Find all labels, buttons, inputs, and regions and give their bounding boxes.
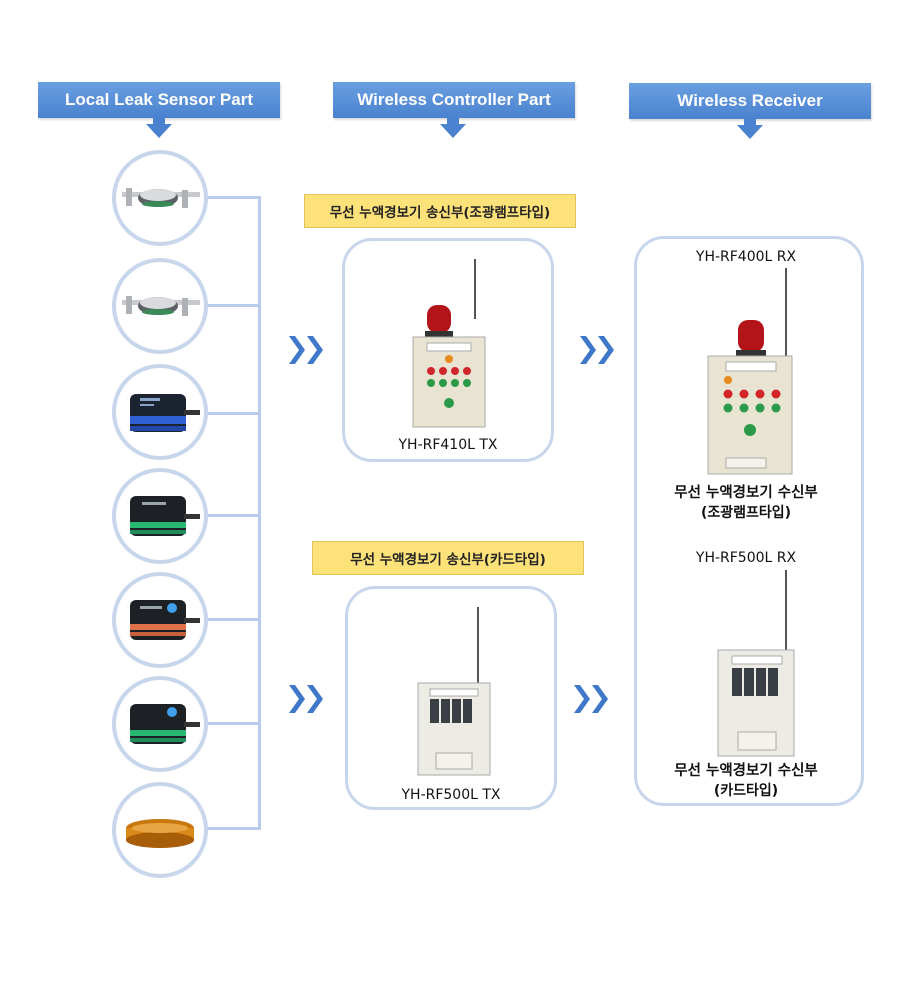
sensor-circle-2 xyxy=(112,258,208,354)
rx1-label-line2: (조광램프타입) xyxy=(700,505,792,521)
sensor-circle-4 xyxy=(112,468,208,564)
lamp-receiver-icon xyxy=(707,268,793,475)
header-sensor-arrow-icon xyxy=(146,124,172,138)
green-point-sensor-icon xyxy=(130,704,200,744)
rx1-label-line1: 무선 누액경보기 수신부 xyxy=(674,485,818,501)
tx2-label: 무선 누액경보기 송신부(카드타입) xyxy=(312,541,584,575)
chevron-right-icon xyxy=(289,685,323,713)
rx2-label-line2: (카드타입) xyxy=(713,783,779,799)
sensor-link-4 xyxy=(206,514,260,517)
sensor-bus-line xyxy=(258,196,261,830)
header-sensor-arrow-stem xyxy=(153,118,165,126)
chevron-right-icon xyxy=(289,336,323,364)
green-point-sensor-icon xyxy=(130,496,200,536)
rx2-label: 무선 누액경보기 수신부 (카드타입) xyxy=(634,761,858,801)
header-receiver-arrow-icon xyxy=(737,125,763,139)
header-controller-part: Wireless Controller Part xyxy=(333,82,575,118)
amber-tape-sensor-icon xyxy=(126,819,194,848)
metal-clip-sensor-icon xyxy=(122,296,200,316)
sensor-circle-6 xyxy=(112,676,208,772)
tx1-model: YH-RF410L TX xyxy=(398,437,498,453)
sensor-link-2 xyxy=(206,304,260,307)
chevron-right-icon xyxy=(580,336,614,364)
header-controller-arrow-icon xyxy=(440,124,466,138)
rx1-label: 무선 누액경보기 수신부 (조광램프타입) xyxy=(634,483,858,523)
chevron-right-icon xyxy=(574,685,608,713)
sensor-link-6 xyxy=(206,722,260,725)
sensor-link-3 xyxy=(206,412,260,415)
rx2-model: YH-RF500L RX xyxy=(695,550,797,566)
rx2-label-line1: 무선 누액경보기 수신부 xyxy=(674,763,818,779)
orange-point-sensor-icon xyxy=(130,600,200,640)
tx1-frame: YH-RF410L TX xyxy=(342,238,554,462)
header-controller-arrow-stem xyxy=(447,118,459,126)
sensor-circle-1 xyxy=(112,150,208,246)
rx1-model: YH-RF400L RX xyxy=(695,249,797,265)
sensor-circle-3 xyxy=(112,364,208,460)
metal-clip-sensor-icon xyxy=(122,188,200,208)
header-receiver-part: Wireless Receiver xyxy=(629,83,871,119)
sensor-link-5 xyxy=(206,618,260,621)
tx1-label: 무선 누액경보기 송신부(조광램프타입) xyxy=(304,194,576,228)
tx2-frame: YH-RF500L TX xyxy=(345,586,557,810)
header-receiver-arrow-stem xyxy=(744,119,756,127)
sensor-link-7 xyxy=(206,827,260,830)
sensor-circle-5 xyxy=(112,572,208,668)
tx2-model: YH-RF500L TX xyxy=(401,787,501,803)
card-receiver-icon xyxy=(717,570,795,757)
sensor-link-1 xyxy=(206,196,260,199)
lamp-transmitter-icon xyxy=(412,259,486,428)
header-sensor-part: Local Leak Sensor Part xyxy=(38,82,280,118)
sensor-circle-7 xyxy=(112,782,208,878)
card-transmitter-icon xyxy=(417,607,491,776)
blue-point-sensor-icon xyxy=(130,394,200,432)
